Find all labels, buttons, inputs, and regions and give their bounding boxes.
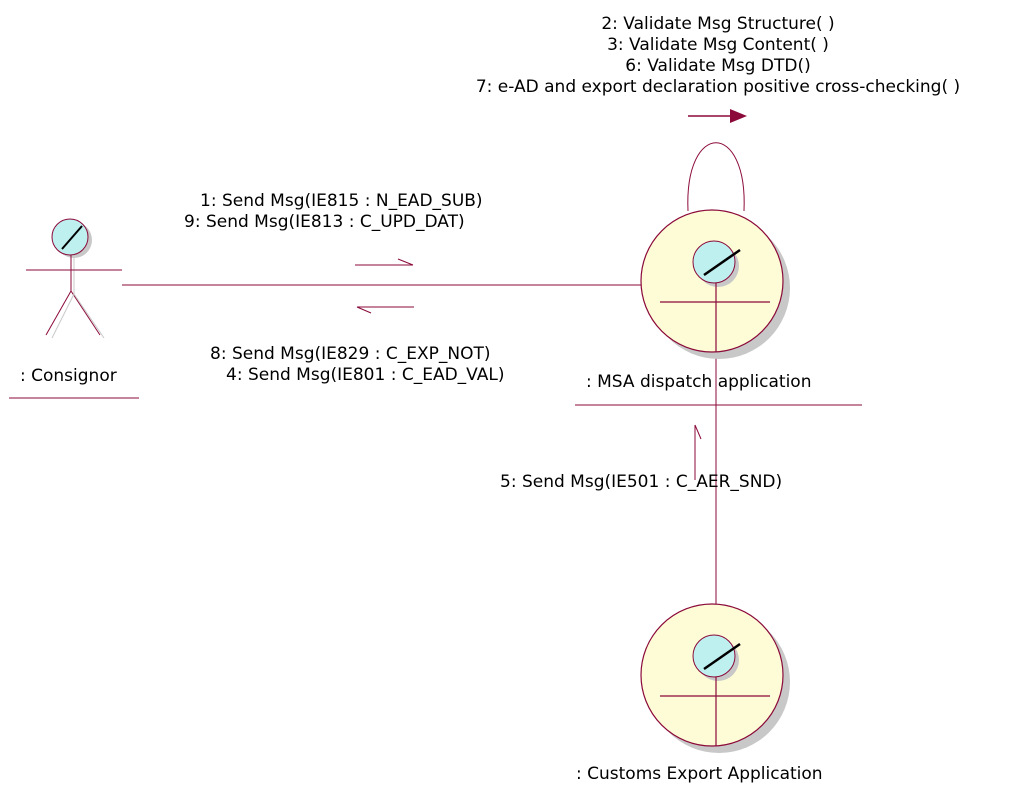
message-label: 3: Validate Msg Content( ) — [607, 35, 829, 55]
message-label: 9: Send Msg(IE813 : C_UPD_DAT) — [184, 212, 465, 232]
consignor-label: : Consignor — [20, 366, 117, 386]
arrow-to-consignor — [356, 306, 414, 314]
consignor-actor-icon — [9, 218, 139, 399]
to-msa-messages: 1: Send Msg(IE815 : N_EAD_SUB) 9: Send M… — [184, 191, 483, 233]
message-label: 4: Send Msg(IE801 : C_EAD_VAL) — [226, 365, 505, 385]
msa-label: : MSA dispatch application — [586, 372, 812, 392]
self-loop-link — [687, 142, 745, 212]
customs-label: : Customs Export Application — [576, 764, 823, 784]
message-label: 1: Send Msg(IE815 : N_EAD_SUB) — [200, 191, 483, 211]
self-loop-messages: 2: Validate Msg Structure( ) 3: Validate… — [420, 14, 1015, 98]
from-customs-message: 5: Send Msg(IE501 : C_AER_SND) — [500, 472, 782, 493]
message-label: 8: Send Msg(IE829 : C_EXP_NOT) — [210, 344, 491, 364]
to-consignor-messages: 8: Send Msg(IE829 : C_EXP_NOT) 4: Send M… — [210, 344, 504, 386]
arrow-from-customs — [694, 424, 702, 480]
message-label: 7: e-AD and export declaration positive … — [475, 77, 961, 97]
msa-boundary-icon — [575, 209, 862, 406]
message-label: 5: Send Msg(IE501 : C_AER_SND) — [500, 472, 783, 492]
arrow-to-msa — [355, 258, 414, 266]
customs-boundary-icon — [640, 603, 790, 753]
message-label: 2: Validate Msg Structure( ) — [601, 14, 835, 34]
arrow-self-loop — [688, 109, 747, 123]
message-label: 6: Validate Msg DTD() — [625, 56, 811, 76]
